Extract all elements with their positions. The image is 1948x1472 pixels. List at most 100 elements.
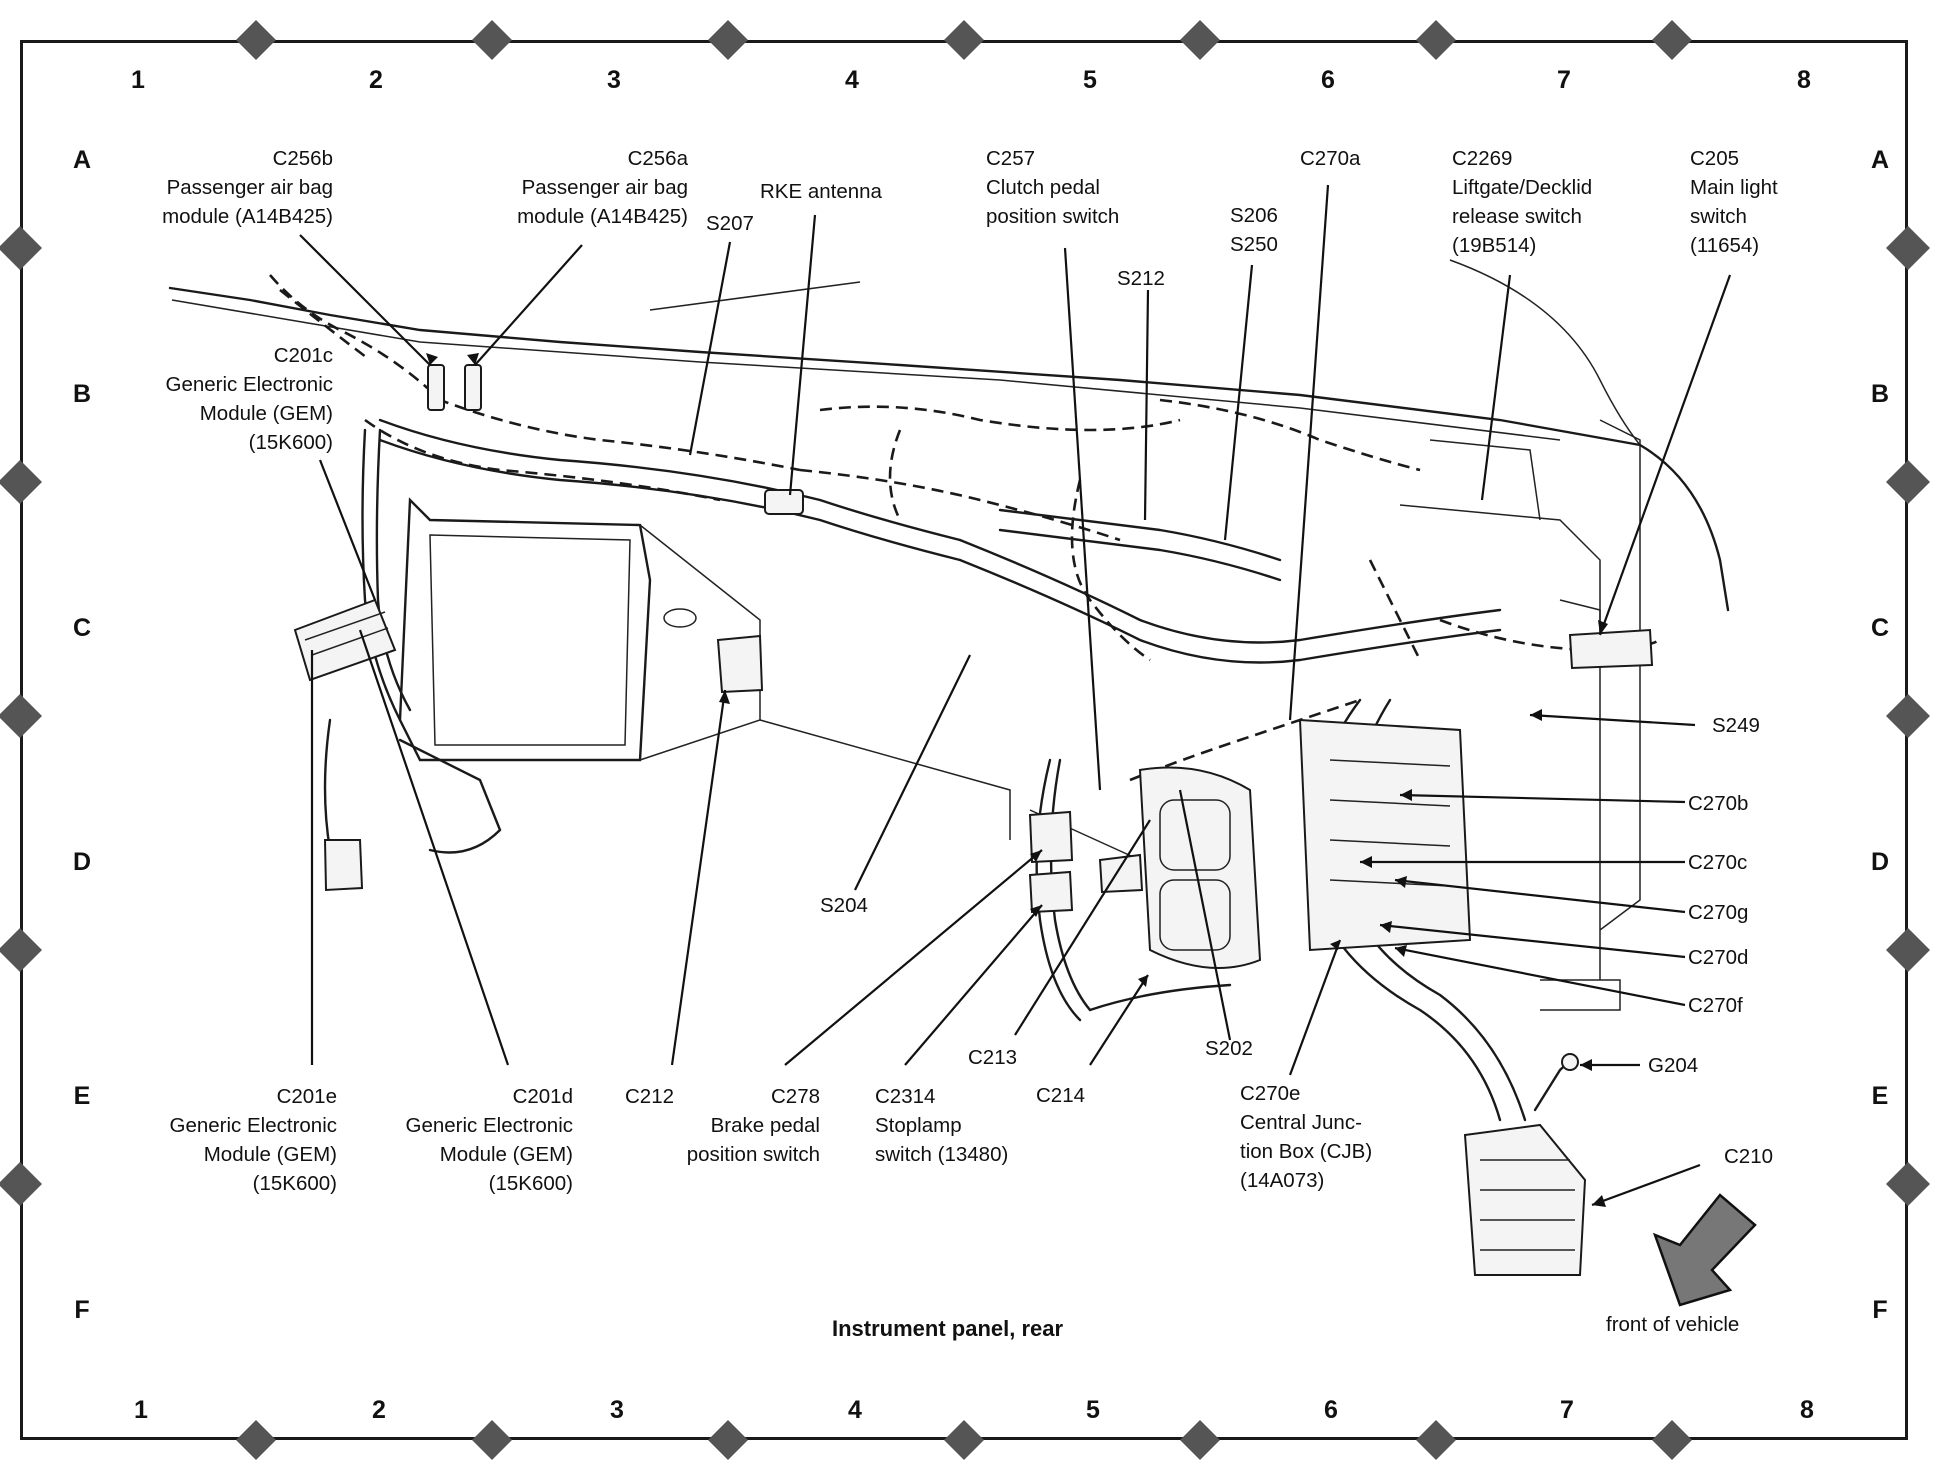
label-s249: S249 [1712,714,1760,737]
callout-line: Brake pedal [711,1114,820,1137]
callout-line: (19B514) [1452,234,1536,257]
grid-column-number: 3 [610,1396,624,1424]
callout-line: C214 [1036,1084,1085,1107]
callout-line: (15K600) [489,1172,573,1195]
grid-column-number: 2 [372,1396,386,1424]
callout-line: C256a [628,147,689,170]
callout-line: release switch [1452,205,1582,228]
grid-marker [1886,1162,1930,1206]
grid-column-number: 4 [845,66,859,94]
grid-column-number: 8 [1797,66,1811,94]
callout-line: Central Junc- [1240,1111,1362,1134]
airbag-connectors [427,364,482,411]
grid-marker [1886,460,1930,504]
callout-line: Generic Electronic [166,373,333,396]
grid-marker [0,1162,42,1206]
callout-line: S202 [1205,1037,1253,1060]
diagram-caption: Instrument panel, rear [832,1316,1064,1341]
leader-lines [299,184,1732,1207]
label-c270f: C270f [1688,994,1743,1017]
grid-column-number: 7 [1557,66,1571,94]
callout-line: Module (GEM) [204,1143,337,1166]
callout-line: C210 [1724,1145,1773,1168]
callout-line: (11654) [1690,234,1759,257]
grid-row-letter: C [73,614,91,642]
label-s202: S202 [1205,1037,1253,1060]
callout-line: S250 [1230,233,1278,256]
grid-marker [1886,694,1930,738]
grid-column-number: 4 [848,1396,862,1424]
grid-marker [944,1420,984,1460]
callout-line: C270d [1688,946,1748,969]
label-c210: C210 [1724,1145,1773,1168]
grid-row-letter: E [1872,1082,1889,1110]
grid-marker [1416,20,1456,60]
grid-marker [944,20,984,60]
grid-marker [1180,20,1220,60]
rke-antenna [764,489,804,515]
callout-line: Main light [1690,176,1778,199]
callout-line: Passenger air bag [522,176,688,199]
callout-line: C270c [1688,851,1747,874]
cjb-fuse-box [1298,718,1472,952]
callout-line: G204 [1648,1054,1698,1077]
label-s204: S204 [820,894,868,917]
callout-line: tion Box (CJB) [1240,1140,1372,1163]
grid-marker [0,928,42,972]
callout-line: Clutch pedal [986,176,1100,199]
dashed-wiring [269,274,1661,782]
grid-marker [1180,1420,1220,1460]
callout-line: Stoplamp [875,1114,962,1137]
callout-line: S206 [1230,204,1278,227]
grid-marker [236,1420,276,1460]
callout-line: (15K600) [253,1172,337,1195]
grid-column-number: 1 [134,1396,148,1424]
callout-line: S212 [1117,267,1165,290]
label-rke-antenna: RKE antenna [760,180,883,203]
label-c270g: C270g [1688,901,1748,924]
callout-line: C256b [273,147,333,170]
label-s212: S212 [1117,267,1165,290]
callout-line: C270e [1240,1082,1300,1105]
callout-line: C270b [1688,792,1748,815]
grid-marker [472,1420,512,1460]
grid-row-letter: A [73,146,91,174]
callout-line: (15K600) [249,431,333,454]
leader-arrowheads [426,353,1608,1207]
c212-connector [716,634,764,694]
callout-line: switch (13480) [875,1143,1008,1166]
grid-marker [1886,226,1930,270]
label-s207: S207 [706,212,754,235]
grid-marker [1652,1420,1692,1460]
grid-column-number: 5 [1083,66,1097,94]
instrument-panel-structure [168,259,1730,1122]
main-light-switch-connector [1568,628,1654,670]
callout-line: C201d [513,1085,573,1108]
grid-diamond-markers [0,20,1930,1460]
label-c270b: C270b [1688,792,1748,815]
grid-column-number: 1 [131,66,145,94]
callout-line: module (A14B425) [162,205,333,228]
callout-line: position switch [687,1143,820,1166]
grid-row-letter: F [1872,1296,1887,1324]
grid-row-letter: A [1871,146,1889,174]
callout-line: C201c [274,344,333,367]
callout-line: S207 [706,212,754,235]
label-c214: C214 [1036,1084,1085,1107]
label-c270a: C270a [1300,147,1361,170]
callout-line: C278 [771,1085,820,1108]
callout-line: C2314 [875,1085,935,1108]
callout-line: C270g [1688,901,1748,924]
grid-row-letter: E [74,1082,91,1110]
